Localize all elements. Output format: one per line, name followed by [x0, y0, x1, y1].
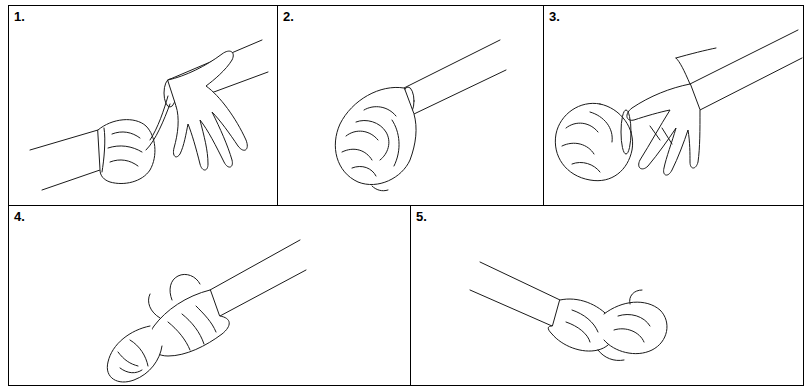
step-number: 5. [416, 209, 427, 224]
step-panel: 5. [410, 205, 804, 386]
hands-pinch-glove [30, 40, 268, 190]
step-panel: 3. [543, 5, 804, 206]
step-panel: 4. [8, 205, 411, 386]
glove-held-in-fist [335, 40, 506, 191]
step-panel: 2. [277, 5, 544, 206]
step-number: 2. [283, 9, 294, 24]
step-number: 1. [14, 9, 25, 24]
step-number: 4. [14, 209, 25, 224]
step-number: 3. [549, 9, 560, 24]
gloves-bundled [470, 262, 667, 361]
glove-peeled-inside-out [107, 240, 306, 382]
step-panel: 1. [8, 5, 278, 206]
fingers-under-glove [555, 30, 802, 181]
